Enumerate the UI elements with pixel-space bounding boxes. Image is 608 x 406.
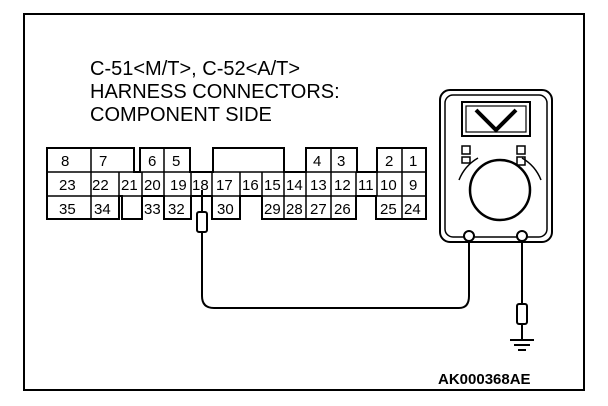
pin-30: 30: [217, 201, 234, 218]
pin-2: 2: [385, 153, 393, 170]
pin-34: 34: [94, 201, 111, 218]
pin-20: 20: [144, 177, 161, 194]
pin-33: 33: [144, 201, 161, 218]
figure-frame: [23, 13, 585, 391]
pin-19: 19: [170, 177, 187, 194]
meter-display: [461, 101, 531, 137]
meter-body-inner: [444, 94, 548, 238]
pin-labels: 8 7 6 5 4 3 2 1 23 22 21 20 19 18 17 16 …: [59, 153, 421, 218]
pin-27: 27: [310, 201, 327, 218]
meter-jack-com: [516, 230, 528, 242]
pin-16: 16: [242, 177, 259, 194]
pin-12: 12: [334, 177, 351, 194]
pin-13: 13: [310, 177, 327, 194]
pin-11: 11: [358, 177, 374, 194]
pin-24: 24: [404, 201, 421, 218]
title-line-1: C-51<M/T>, C-52<A/T>: [90, 58, 300, 80]
pin-9: 9: [409, 177, 417, 194]
pin-8: 8: [61, 153, 69, 170]
probe-pin-18: [196, 190, 208, 240]
pin-14: 14: [286, 177, 303, 194]
meter-jack-positive: [463, 230, 475, 242]
volt-symbol-icon: [474, 108, 518, 133]
figure-code: AK000368AE: [438, 371, 531, 388]
pin-7: 7: [99, 153, 107, 170]
ground-icon: [510, 339, 534, 351]
pin-18: 18: [192, 177, 209, 194]
pin-5: 5: [172, 153, 180, 170]
pin-3: 3: [337, 153, 345, 170]
pin-1: 1: [409, 153, 417, 170]
pin-4: 4: [313, 153, 321, 170]
pin-32: 32: [168, 201, 185, 218]
pin-22: 22: [92, 177, 109, 194]
title-line-3: COMPONENT SIDE: [90, 104, 272, 126]
probe-wire: [201, 240, 470, 309]
pin-10: 10: [380, 177, 397, 194]
meter-dial: [468, 158, 532, 222]
title-line-2: HARNESS CONNECTORS:: [90, 81, 340, 103]
pin-26: 26: [334, 201, 351, 218]
ground-lead: [516, 242, 528, 340]
pin-15: 15: [264, 177, 281, 194]
connector-grid: [47, 148, 426, 219]
pin-28: 28: [286, 201, 303, 218]
diagram-title: C-51<M/T>, C-52<A/T> HARNESS CONNECTORS:…: [90, 58, 340, 126]
harness-connector: 8 7 6 5 4 3 2 1 23 22 21 20 19 18 17 16 …: [46, 147, 427, 220]
pin-17: 17: [216, 177, 233, 194]
multimeter: [439, 89, 553, 243]
pin-25: 25: [380, 201, 397, 218]
pin-6: 6: [148, 153, 156, 170]
pin-23: 23: [59, 177, 76, 194]
pin-29: 29: [264, 201, 281, 218]
pin-21: 21: [121, 177, 138, 194]
pin-35: 35: [59, 201, 76, 218]
meter-body: [439, 89, 553, 243]
